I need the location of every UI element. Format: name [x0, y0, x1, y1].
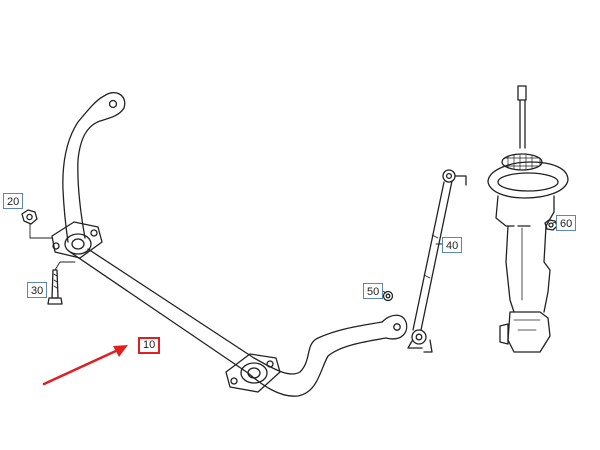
- bolt-part-30: [47, 261, 76, 305]
- leader-lines: [380, 221, 557, 294]
- callout-20[interactable]: 20: [3, 193, 24, 209]
- callout-60[interactable]: 60: [556, 215, 577, 231]
- callout-50[interactable]: 50: [363, 283, 384, 299]
- strut-assembly: [487, 85, 569, 353]
- drop-link-part-40: [407, 169, 467, 353]
- nut-part-20: [21, 209, 53, 239]
- highlight-arrow: [42, 345, 128, 386]
- callout-40[interactable]: 40: [442, 237, 463, 253]
- callout-10[interactable]: 10: [138, 337, 161, 354]
- stabilizer-bar: [51, 92, 408, 397]
- callout-30[interactable]: 30: [27, 282, 48, 298]
- nut-part-50: [382, 290, 394, 302]
